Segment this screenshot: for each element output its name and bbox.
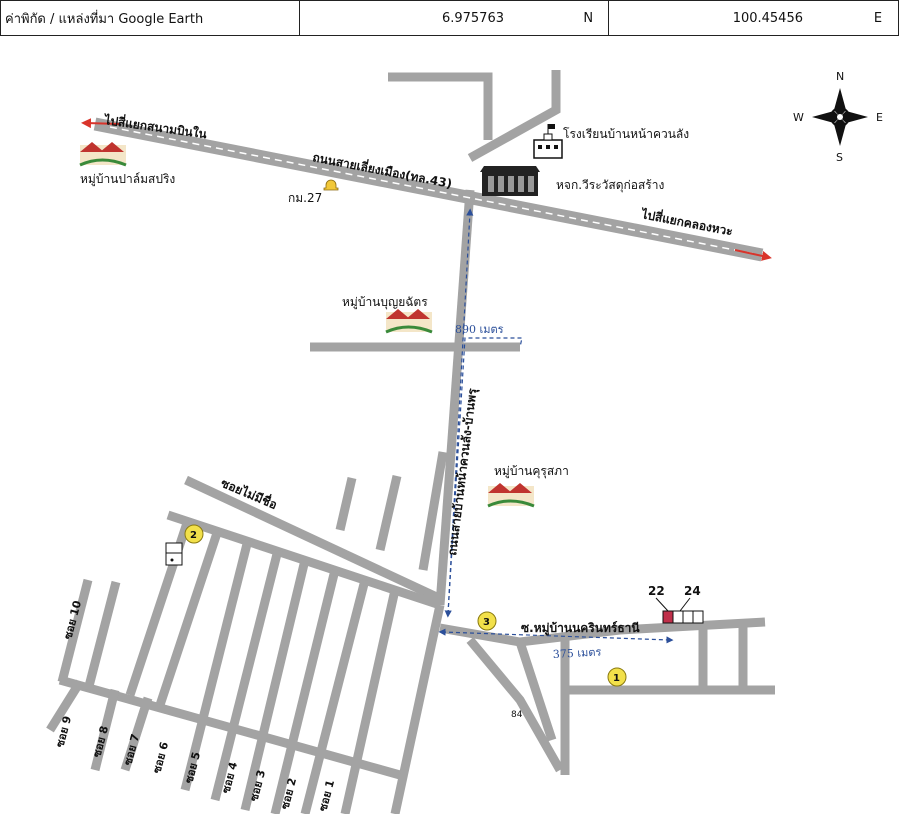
compass-east: E xyxy=(876,111,883,124)
road-north-right xyxy=(467,70,561,162)
marker-2-label: 2 xyxy=(190,530,197,541)
label-distance-375: 375 เมตร xyxy=(552,645,601,661)
km-marker-icon xyxy=(323,179,339,191)
longitude-direction: E xyxy=(873,10,883,26)
bypass-centerline xyxy=(109,126,756,255)
south-link-road xyxy=(515,640,557,742)
label-plot-24: 24 xyxy=(684,584,701,598)
distance-line-890-detour xyxy=(447,337,523,615)
label-village-boonyachat: หมู่บ้านบุญยฉัตร xyxy=(342,295,428,310)
longitude-cell: 100.45456 E xyxy=(608,0,899,36)
label-number-84: 84 xyxy=(511,710,523,720)
label-soi-8: ซอย 8 xyxy=(90,724,111,758)
road-north-left xyxy=(388,72,493,140)
latitude-direction: N xyxy=(583,10,594,26)
marker-1-icon xyxy=(607,667,627,687)
plot-row-icon xyxy=(655,597,704,624)
label-soi-6: ซอย 6 xyxy=(150,740,171,775)
soi-1c-road xyxy=(340,589,400,814)
marker-2-icon xyxy=(184,524,204,544)
label-distance-890: 890 เมตร xyxy=(455,323,504,336)
arrow-to-airport-icon xyxy=(81,118,121,129)
main-road-south xyxy=(390,604,445,814)
soi-1a-road xyxy=(270,568,340,814)
label-school: โรงเรียนบ้านหน้าควนลัง xyxy=(563,127,689,141)
label-soi-7: ซอย 7 xyxy=(121,732,142,766)
label-soi-narin: ซ.หมู่บ้านนครินทร์ธานี xyxy=(521,621,640,636)
branch-c xyxy=(418,451,448,571)
route-map: N S E W xyxy=(46,70,883,814)
school-icon xyxy=(533,124,563,159)
label-village-khurusapha: หมู่บ้านคุรุสภา xyxy=(494,464,569,479)
soi-4-road xyxy=(180,538,253,792)
village-icon-palm-spring xyxy=(79,142,127,167)
soi-7-ext xyxy=(120,696,153,772)
label-soi-1: ซอย 1 xyxy=(316,778,337,812)
marker-1-label: 1 xyxy=(613,673,620,684)
coordinate-source-label: ค่าพิกัด / แหล่งที่มา Google Earth xyxy=(0,0,300,36)
village-icon-khurusapha xyxy=(487,483,535,508)
soi-3-road xyxy=(210,548,283,802)
branch-b xyxy=(375,474,402,552)
soi-10-road xyxy=(57,578,93,684)
compass-south: S xyxy=(836,151,843,164)
latitude-value: 6.975763 xyxy=(441,10,504,26)
arrow-to-khlong-hae-icon xyxy=(734,249,772,261)
label-soi-5: ซอย 5 xyxy=(182,750,203,784)
marker-3-label: 3 xyxy=(483,617,490,628)
marker-3-icon xyxy=(477,611,497,631)
compass-west: W xyxy=(793,111,804,124)
compass-icon xyxy=(812,88,868,146)
label-company: หจก.วีระวัสดุก่อสร้าง xyxy=(556,178,664,193)
coordinate-header: ค่าพิกัด / แหล่งที่มา Google Earth 6.975… xyxy=(0,0,900,38)
soi-9-road xyxy=(83,580,121,692)
house-icon xyxy=(165,542,183,566)
branch-a xyxy=(335,476,357,532)
company-building-icon xyxy=(480,166,540,196)
soi-1b-road xyxy=(300,578,370,814)
label-plot-22: 22 xyxy=(648,584,665,598)
coordinate-table: ค่าพิกัด / แหล่งที่มา Google Earth 6.975… xyxy=(0,0,899,36)
soi-8-ext xyxy=(90,688,120,772)
south-diagonal-road xyxy=(466,637,564,773)
village-icon-boonyachat xyxy=(385,309,433,334)
longitude-value: 100.45456 xyxy=(732,10,803,26)
soi-9-ext xyxy=(46,679,84,733)
soi-2-road xyxy=(240,558,310,812)
latitude-cell: 6.975763 N xyxy=(299,0,609,36)
distance-line-375 xyxy=(438,628,674,644)
soi-5-road xyxy=(155,528,223,707)
label-km27: กม.27 xyxy=(288,191,322,205)
label-village-palm: หมู่บ้านปาล์มสปริง xyxy=(80,172,175,187)
compass-north: N xyxy=(836,70,844,83)
nameless-soi xyxy=(184,475,445,605)
